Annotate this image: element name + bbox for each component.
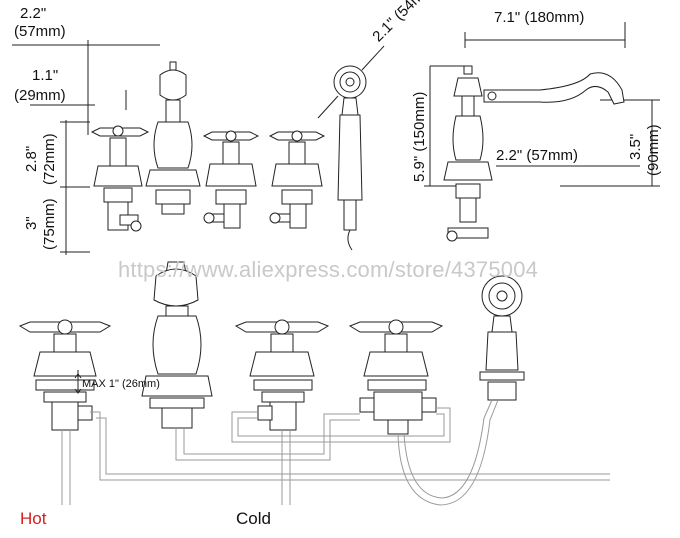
valve-diverter xyxy=(348,319,444,435)
spout-reach-label: 7.1" (180mm) xyxy=(494,9,585,26)
height-handle-mm-label: (72mm) xyxy=(41,133,58,185)
spout-drop-mm-label: (90mm) xyxy=(645,124,662,176)
spout-bottom xyxy=(141,261,213,429)
spout-height-label: 5.9" (150mm) xyxy=(411,91,428,182)
width-inner-mm-label: (29mm) xyxy=(14,87,66,104)
height-base-mm-label: (75mm) xyxy=(41,198,58,250)
spout-drop-label: 3.5" xyxy=(627,133,644,160)
width-top-label: 2.2" xyxy=(20,5,47,22)
valve-top-2 xyxy=(202,130,260,229)
dimension-lines-left xyxy=(12,40,160,255)
valve-cold xyxy=(234,319,330,431)
width-inner-label: 1.1" xyxy=(32,67,59,84)
valve-hot xyxy=(18,319,112,431)
spout-base-label: 2.2" (57mm) xyxy=(496,147,579,164)
width-top-mm-label: (57mm) xyxy=(14,23,66,40)
max-thickness-arrow xyxy=(74,373,82,394)
max-thickness-label: MAX 1" (26mm) xyxy=(82,378,160,390)
hot-label: Hot xyxy=(20,509,47,528)
valve-top-3 xyxy=(268,130,326,229)
valve-top-1 xyxy=(90,125,150,232)
store-watermark: https://www.aliexpress.com/store/4375004 xyxy=(118,257,539,282)
cold-label: Cold xyxy=(236,509,271,528)
height-handle-label: 2.8" xyxy=(23,145,40,172)
hand-shower-bottom xyxy=(479,275,525,401)
spout-top xyxy=(424,22,660,242)
diverter-top xyxy=(145,61,201,215)
height-base-label: 3" xyxy=(23,216,40,230)
supply-pipes xyxy=(61,399,610,506)
hand-shower-top xyxy=(317,45,385,251)
